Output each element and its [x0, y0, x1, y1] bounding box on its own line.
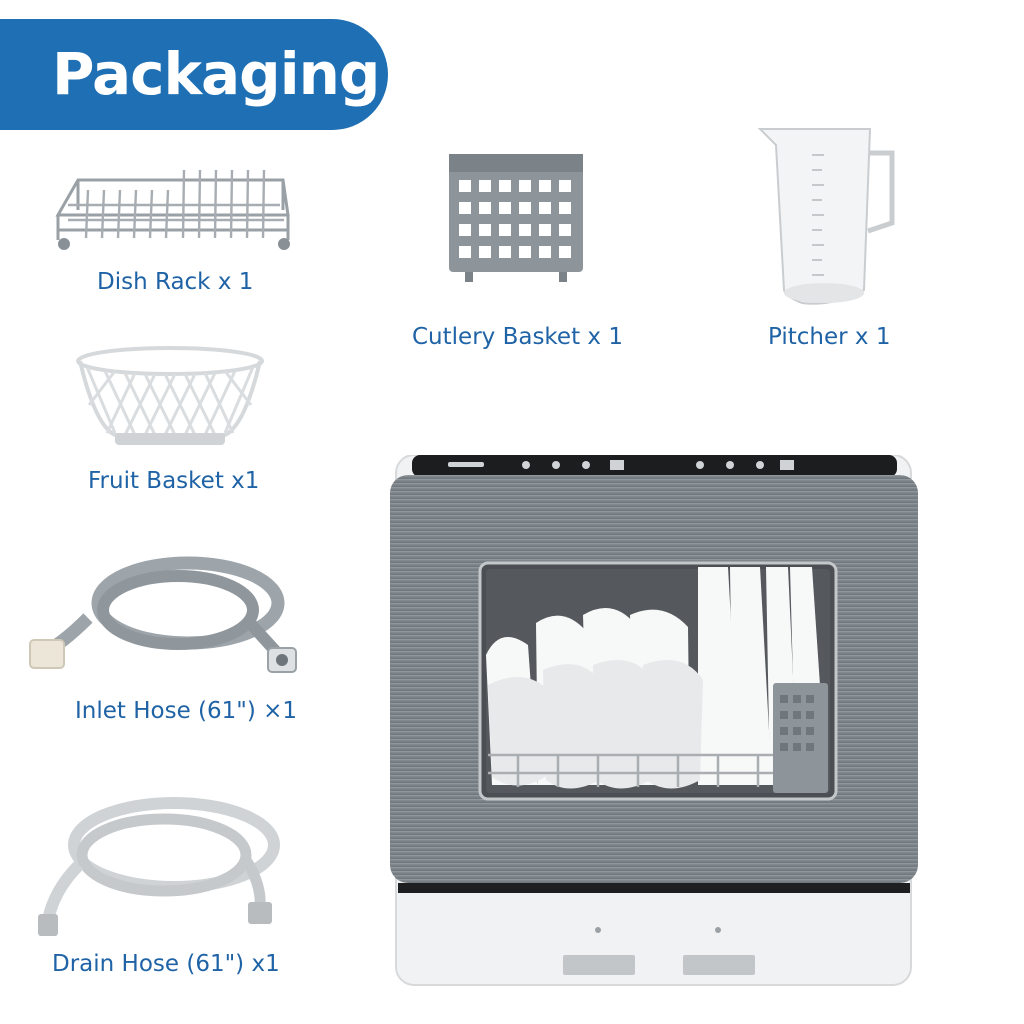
page-title: Packaging [52, 40, 380, 108]
fruit-basket-label: Fruit Basket x1 [88, 468, 260, 494]
pitcher-label: Pitcher x 1 [768, 324, 891, 350]
drain-hose-icon [34, 790, 289, 940]
inlet-hose-icon [28, 548, 303, 678]
cutlery-basket-label: Cutlery Basket x 1 [412, 324, 623, 350]
cutlery-basket-icon [445, 150, 587, 285]
drain-hose-label: Drain Hose (61") x1 [52, 951, 280, 977]
fruit-basket-icon [75, 345, 265, 450]
dish-rack-icon [48, 160, 298, 255]
dish-rack-label: Dish Rack x 1 [97, 269, 254, 295]
pitcher-icon [752, 125, 902, 310]
inlet-hose-label: Inlet Hose (61") ×1 [75, 698, 298, 724]
dishwasher-icon [388, 455, 918, 995]
header-banner [0, 19, 388, 130]
